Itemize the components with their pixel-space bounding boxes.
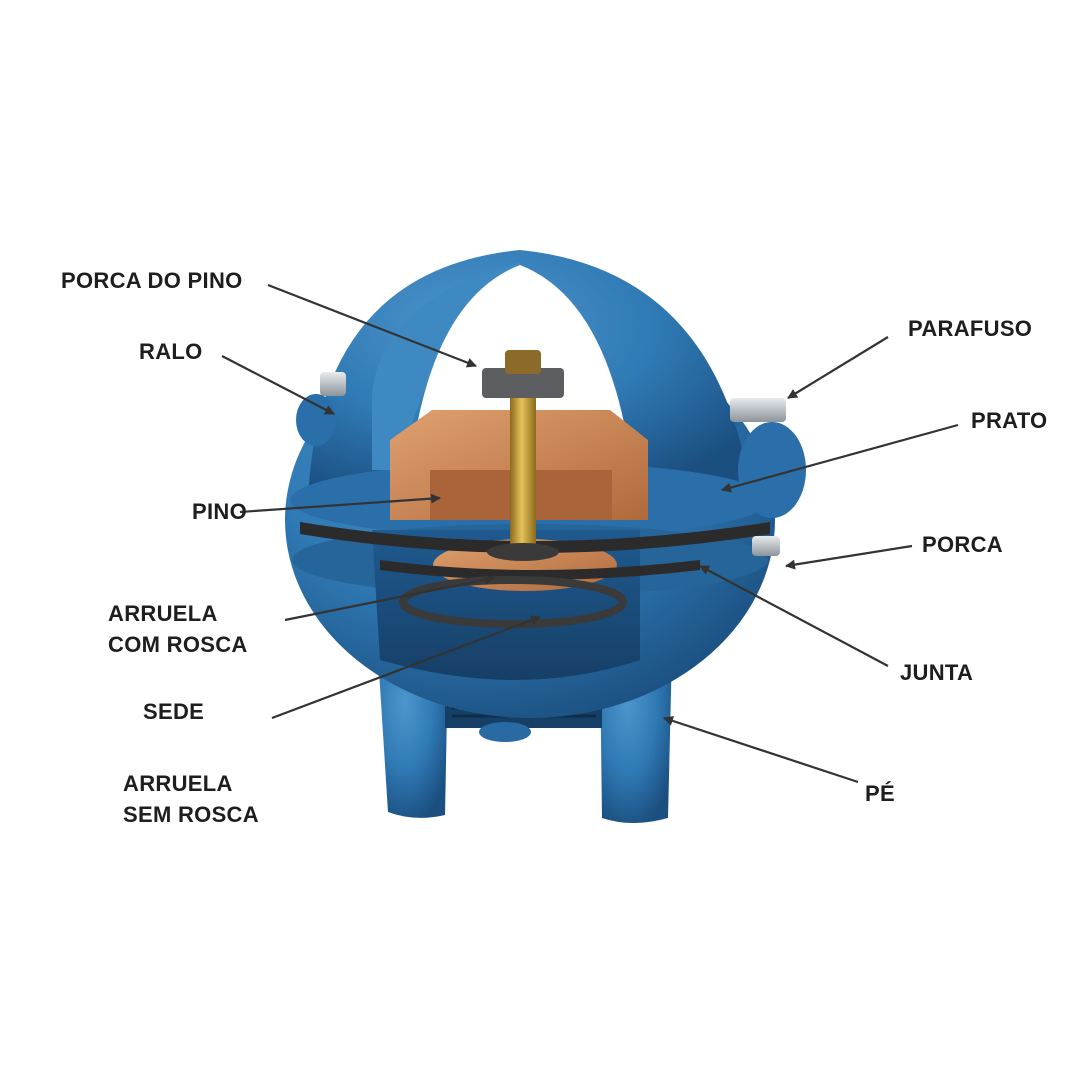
label-pe: PÉ <box>865 781 895 806</box>
label-porca: PORCA <box>922 532 1003 557</box>
label-arruela-com-rosca: ARRUELA COM ROSCA <box>108 598 248 660</box>
leader-sede <box>271 615 541 720</box>
label-arruela-sem-rosca-line1: ARRUELA <box>123 771 233 796</box>
label-ralo: RALO <box>139 339 203 364</box>
gasket <box>300 522 770 628</box>
label-arruela-com-rosca-line2: COM ROSCA <box>108 632 248 657</box>
label-arruela-sem-rosca-line2: SEM ROSCA <box>123 802 259 827</box>
leader-lines <box>221 283 959 784</box>
leader-porca <box>785 544 913 570</box>
label-arruela-sem-rosca: ARRUELA SEM ROSCA <box>123 768 259 830</box>
label-sede: SEDE <box>143 699 205 724</box>
leader-arruela-com-rosca <box>284 574 495 622</box>
leader-junta <box>699 565 889 667</box>
label-pino: PINO <box>192 499 247 524</box>
leader-pino <box>239 493 441 514</box>
label-parafuso: PARAFUSO <box>908 316 1033 341</box>
bolts <box>296 372 806 556</box>
leader-porca-do-pino <box>267 283 477 368</box>
label-prato: PRATO <box>971 408 1048 433</box>
label-arruela-com-rosca-line1: ARRUELA <box>108 601 218 626</box>
leader-pe <box>663 716 859 784</box>
label-porca-do-pino: PORCA DO PINO <box>61 268 243 293</box>
leader-prato <box>721 423 959 493</box>
pin <box>482 350 564 561</box>
leader-ralo <box>221 355 335 415</box>
label-junta: JUNTA <box>900 660 974 685</box>
leader-parafuso <box>787 336 889 399</box>
